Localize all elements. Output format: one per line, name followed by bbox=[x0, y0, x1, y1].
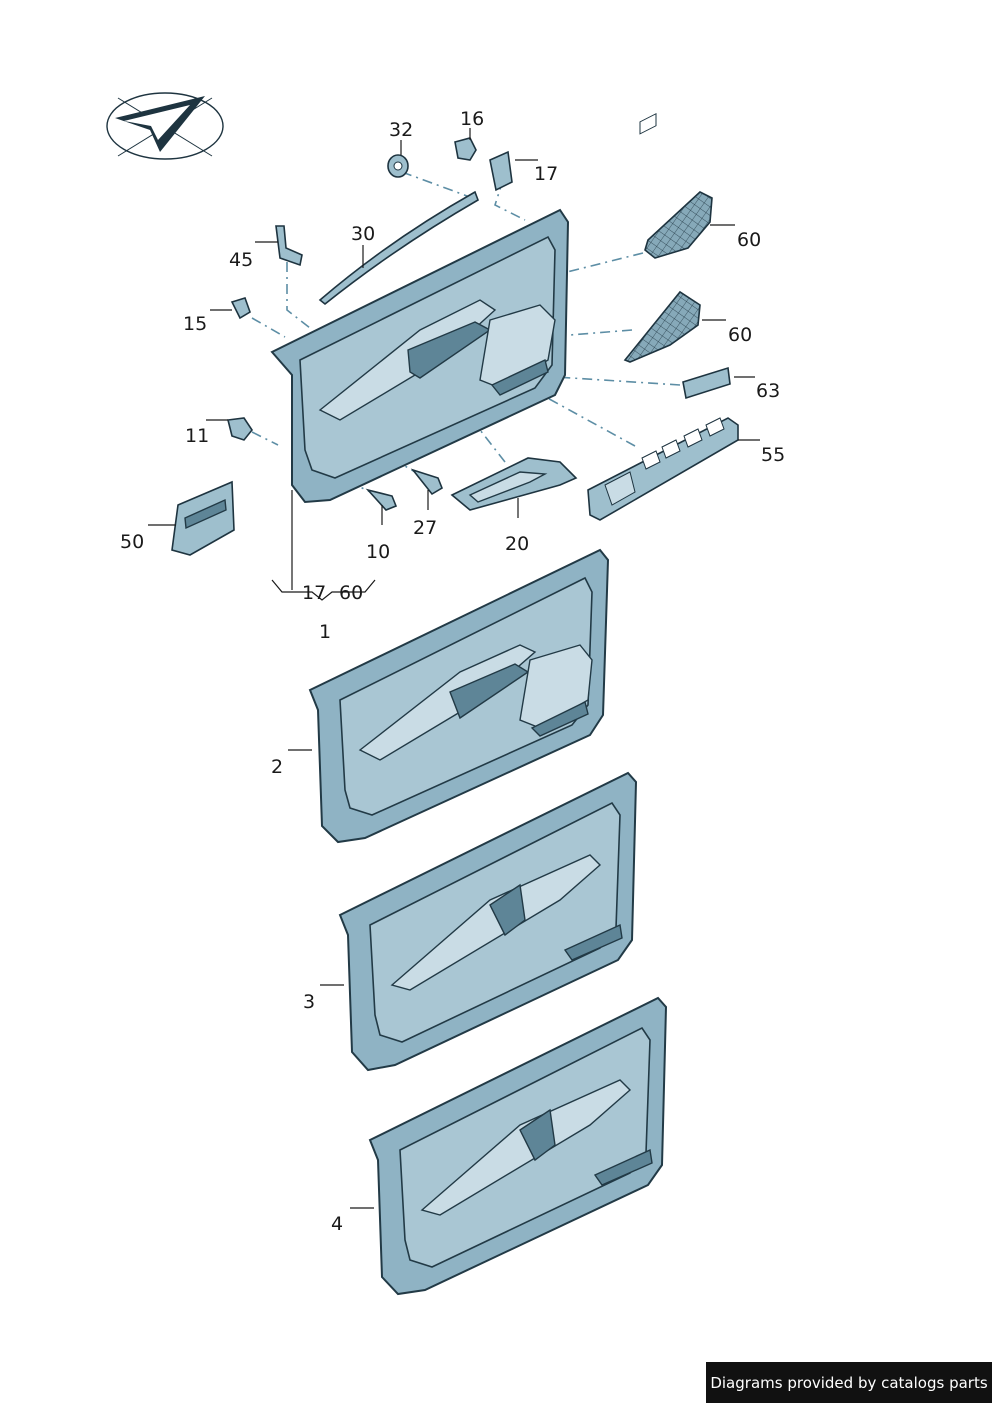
door-panel-3 bbox=[338, 771, 638, 1072]
callout-60-lower: 60 bbox=[728, 324, 752, 346]
leader-lines bbox=[148, 128, 760, 1209]
callout-10: 10 bbox=[366, 541, 390, 563]
window-trim-strip bbox=[318, 190, 479, 306]
bracket-part bbox=[171, 480, 235, 556]
switch-panel bbox=[587, 112, 739, 521]
callout-45: 45 bbox=[229, 249, 253, 271]
callout-17: 17 bbox=[534, 163, 558, 185]
callout-11: 11 bbox=[185, 425, 209, 447]
speaker-grille-lower bbox=[623, 290, 701, 363]
fasteners bbox=[227, 137, 513, 511]
callout-50: 50 bbox=[120, 531, 144, 553]
callout-4: 4 bbox=[331, 1213, 343, 1235]
callout-32: 32 bbox=[389, 119, 413, 141]
armrest-part bbox=[450, 457, 578, 511]
door-panel-2 bbox=[308, 548, 610, 844]
footer-credit: Diagrams provided by catalogs parts bbox=[706, 1362, 992, 1403]
door-panel-1 bbox=[270, 208, 570, 504]
callout-55: 55 bbox=[761, 444, 785, 466]
callout-16: 16 bbox=[460, 108, 484, 130]
callout-30: 30 bbox=[351, 223, 375, 245]
checkmark-logo-icon bbox=[106, 92, 224, 160]
callout-15: 15 bbox=[183, 313, 207, 335]
callout-1: 1 bbox=[319, 621, 331, 643]
door-panel-4 bbox=[368, 996, 668, 1296]
callout-labels: 32 16 17 30 45 60 15 60 63 11 55 50 27 1… bbox=[120, 108, 785, 1235]
speaker-grille-upper bbox=[644, 191, 713, 259]
callout-3: 3 bbox=[303, 991, 315, 1013]
callout-17-sub: 17 bbox=[302, 582, 326, 604]
callout-20: 20 bbox=[505, 533, 529, 555]
callout-27: 27 bbox=[413, 517, 437, 539]
callout-60-sub: 60 bbox=[339, 582, 363, 604]
badge-part bbox=[682, 366, 731, 400]
callout-2: 2 bbox=[271, 756, 283, 778]
callout-63: 63 bbox=[756, 380, 780, 402]
callout-60-upper: 60 bbox=[737, 229, 761, 251]
